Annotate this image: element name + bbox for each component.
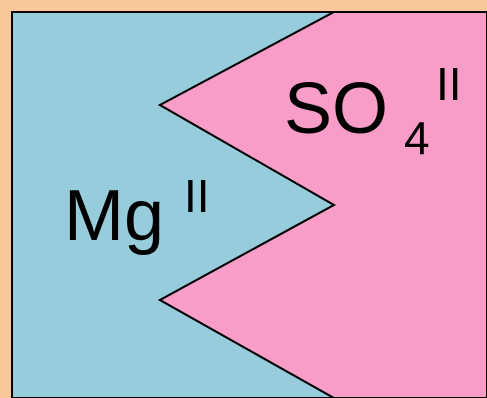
anion-symbol: SO [284,69,388,149]
anion-subscript: 4 [404,112,430,164]
cation-symbol: Mg [64,176,164,256]
anion-block [157,11,487,398]
anion-charge: II [436,58,462,110]
cation-charge: II [184,170,210,222]
